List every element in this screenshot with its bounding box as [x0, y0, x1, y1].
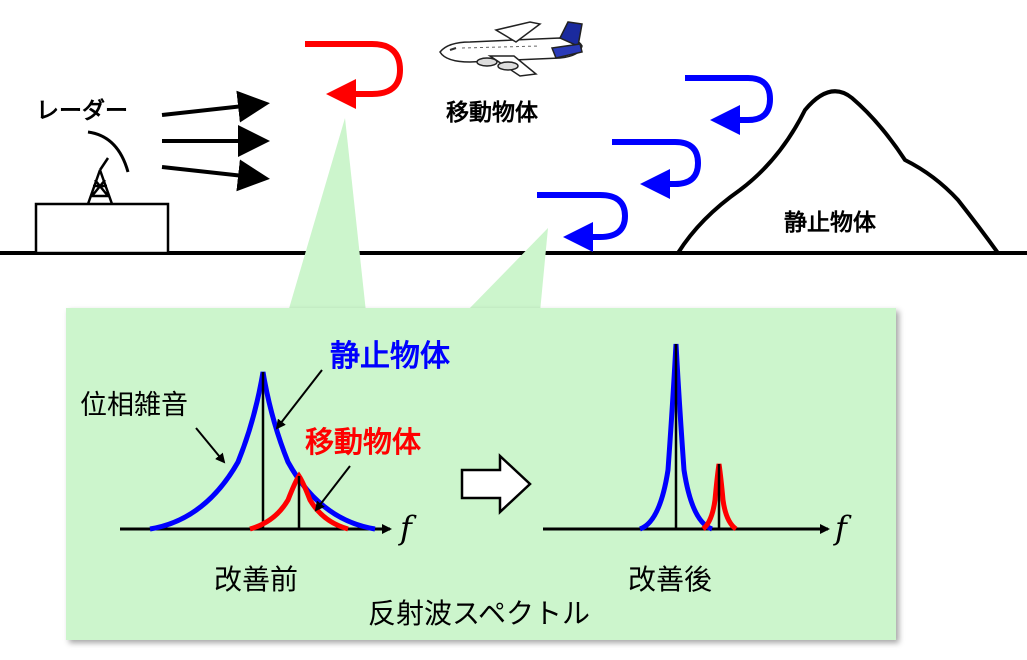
before-caption: 改善前: [214, 563, 299, 596]
after-caption: 改善後: [628, 563, 713, 596]
before-moving-label: 移動物体: [305, 425, 422, 459]
radar-beam-arrows: [161, 90, 270, 192]
static-object-label: 静止物体: [784, 210, 876, 236]
transition-arrow-icon: [460, 453, 532, 515]
before-axis-label: f: [400, 509, 412, 547]
mountain-outline: [676, 89, 1000, 255]
moving-object-label: 移動物体: [446, 100, 538, 126]
static-reflection-arrows: [537, 75, 774, 252]
radar-label: レーダー: [36, 98, 128, 124]
panel-title: 反射波スペクトル: [368, 597, 591, 630]
moving-reflection-arrow: [305, 41, 404, 109]
after-axis-label: f: [835, 509, 847, 547]
before-pointer-arrows: [195, 369, 351, 512]
phase-noise-label: 位相雑音: [80, 390, 188, 421]
before-static-label: 静止物体: [330, 339, 450, 374]
radar-station-icon: [34, 130, 170, 255]
airplane-icon: [439, 21, 583, 77]
callout-wedge-static: [466, 228, 548, 312]
callout-wedge-moving: [288, 118, 366, 312]
